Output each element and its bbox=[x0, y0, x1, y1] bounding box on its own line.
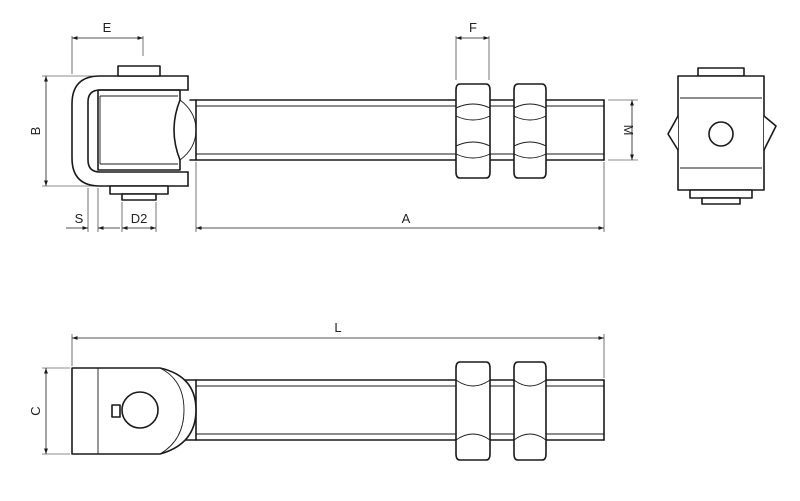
dimension-d2: D2 bbox=[121, 202, 157, 232]
end-view bbox=[667, 67, 777, 205]
dimension-l: L bbox=[71, 320, 605, 378]
hex-nut-2-top bbox=[513, 361, 547, 461]
dimension-f: F bbox=[455, 20, 490, 80]
top-view: L C bbox=[28, 320, 605, 461]
dimension-label-b: B bbox=[28, 127, 43, 136]
dimension-label-d2: D2 bbox=[131, 211, 148, 226]
dimension-label-l: L bbox=[334, 320, 341, 335]
dimension-label-s: S bbox=[75, 211, 84, 226]
dimension-label-e: E bbox=[103, 20, 112, 35]
dimension-m: M bbox=[608, 99, 638, 161]
eye-head-top bbox=[71, 367, 197, 455]
eye-head bbox=[71, 65, 197, 201]
hex-nut-1-top bbox=[455, 361, 491, 461]
dimension-c: C bbox=[28, 367, 70, 455]
dimension-b: B bbox=[28, 75, 96, 187]
hex-nut-2 bbox=[513, 83, 547, 179]
dimension-label-m: M bbox=[621, 125, 636, 136]
dimension-label-a: A bbox=[402, 211, 411, 226]
side-view: E F B M S bbox=[28, 20, 638, 232]
dimension-e: E bbox=[71, 20, 144, 74]
dimension-a: A bbox=[195, 162, 605, 232]
hex-nut-1 bbox=[455, 83, 491, 179]
dimension-label-f: F bbox=[469, 20, 477, 35]
dimension-s: S bbox=[66, 188, 120, 232]
dimension-label-c: C bbox=[28, 406, 43, 415]
